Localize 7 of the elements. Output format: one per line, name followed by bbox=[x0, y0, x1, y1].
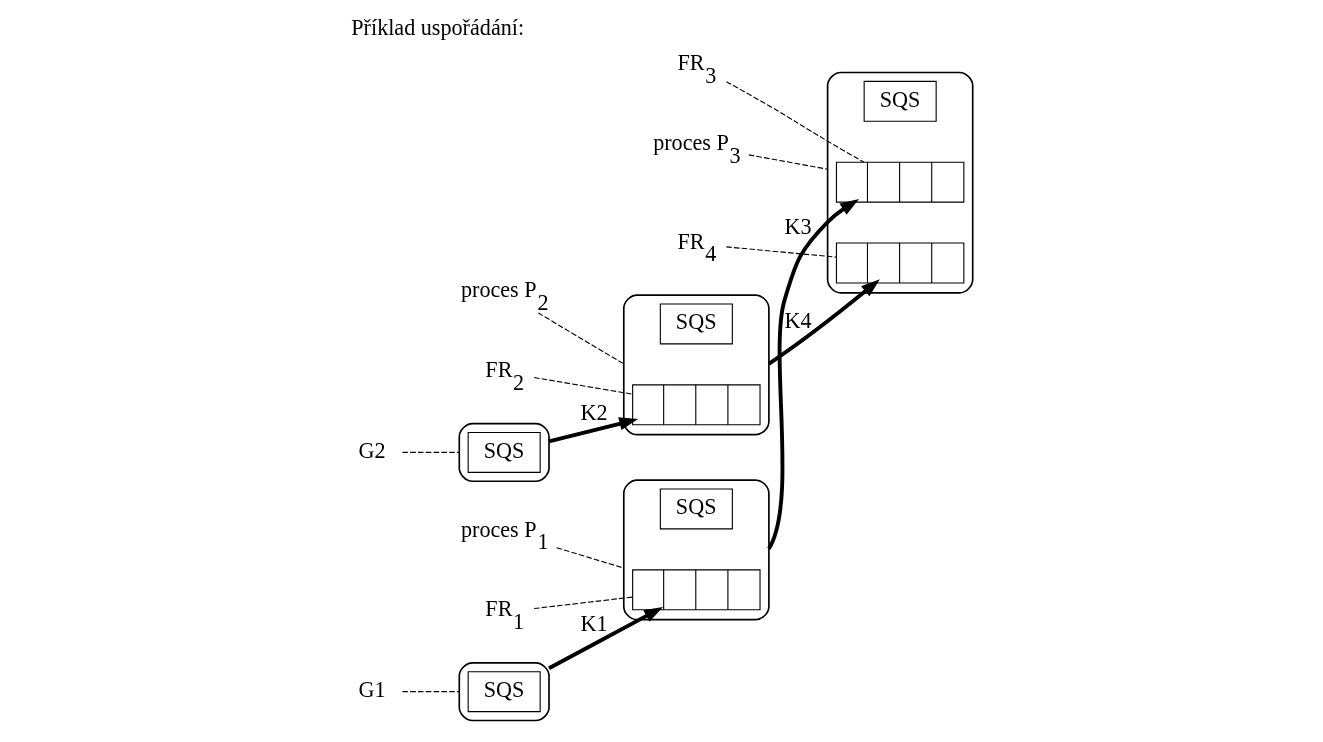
node-text: G2 bbox=[357, 437, 386, 463]
edge-label: K2 bbox=[580, 400, 608, 426]
edge-label: K3 bbox=[783, 214, 811, 240]
node-text: G1 bbox=[357, 677, 386, 703]
edge-label: K1 bbox=[580, 610, 608, 636]
edge-label: K4 bbox=[783, 308, 811, 334]
diagram-title: Příklad uspořádání: bbox=[350, 14, 524, 40]
